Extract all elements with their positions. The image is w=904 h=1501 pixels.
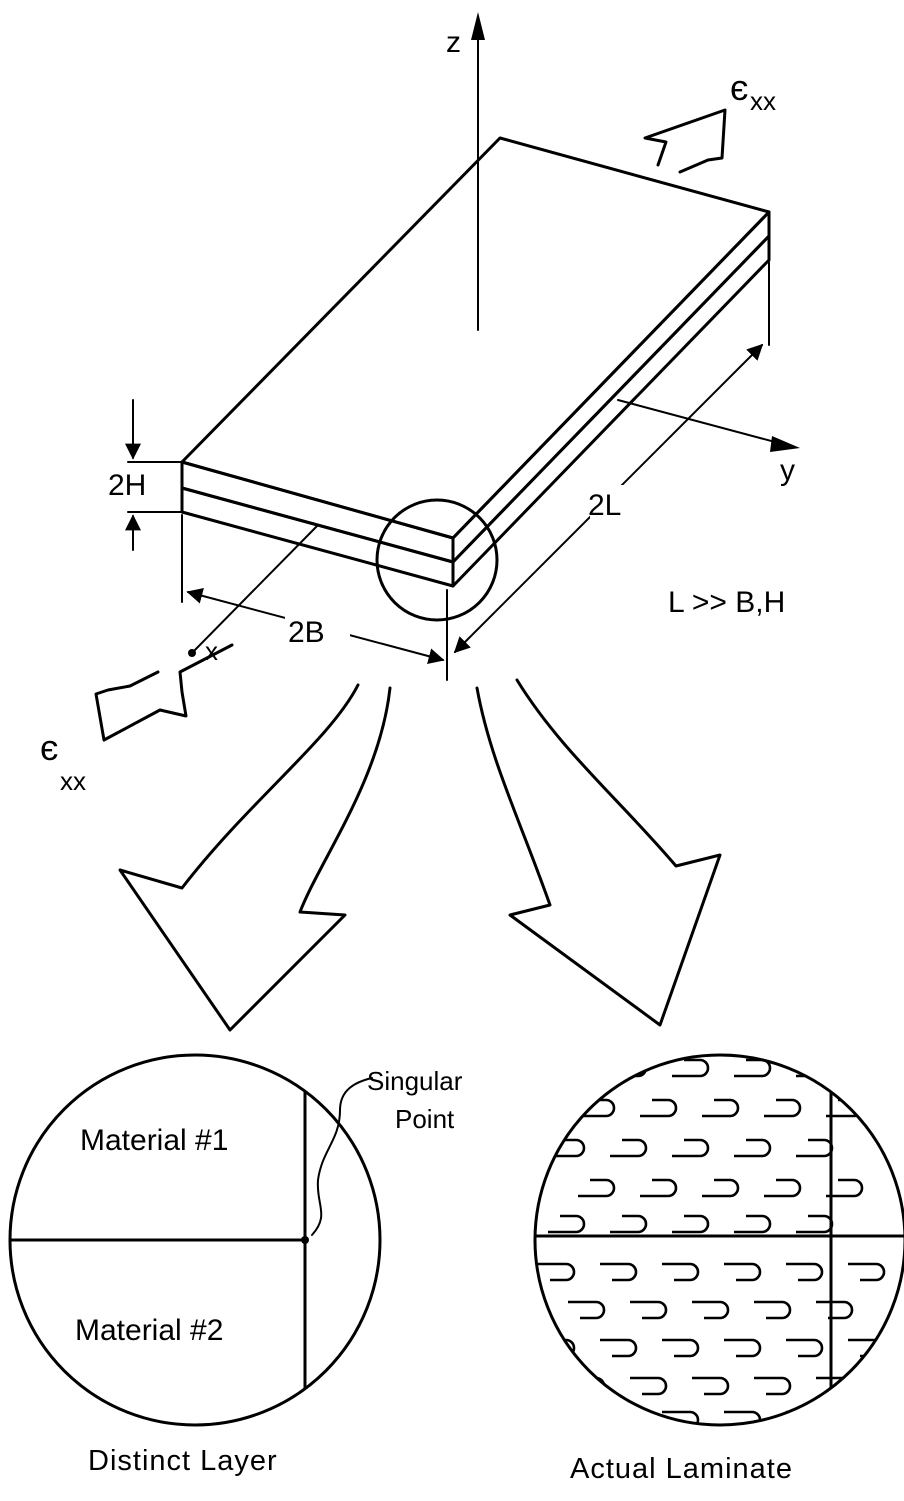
exx-bottom-label: є bbox=[40, 727, 58, 768]
fiber-glyph bbox=[724, 1262, 762, 1282]
fiber-glyph bbox=[786, 1338, 824, 1358]
singular-point-line2: Point bbox=[395, 1104, 455, 1134]
fiber-glyph bbox=[600, 1262, 638, 1282]
fiber-glyph bbox=[630, 1300, 668, 1320]
material-2-label: Material #2 bbox=[75, 1314, 223, 1347]
fiber-glyph bbox=[578, 1098, 616, 1118]
exx-top-label: є bbox=[730, 67, 748, 108]
fiber-glyph bbox=[640, 1098, 678, 1118]
fiber-glyph bbox=[548, 1058, 586, 1078]
fiber-glyph bbox=[548, 1214, 586, 1234]
z-label: z bbox=[446, 26, 461, 59]
fiber-glyph bbox=[662, 1338, 700, 1358]
exx-top-sub: xx bbox=[750, 86, 776, 116]
fiber-glyph bbox=[672, 1214, 710, 1234]
curved-arrow-right bbox=[475, 678, 722, 1027]
fiber-glyph bbox=[662, 1262, 700, 1282]
material-1-label: Material #1 bbox=[80, 1124, 228, 1157]
fiber-glyph bbox=[568, 1300, 606, 1320]
fiber-glyph bbox=[826, 1178, 864, 1198]
fiber-glyph bbox=[816, 1300, 854, 1320]
fiber-glyph bbox=[724, 1410, 762, 1425]
actual-laminate-circle bbox=[533, 1053, 904, 1427]
fiber-glyph bbox=[548, 1138, 586, 1158]
fiber-glyph bbox=[754, 1376, 792, 1396]
distinct-layer-circle: Material #1 Material #2 bbox=[8, 1053, 382, 1427]
exx-bottom-sub: xx bbox=[60, 766, 86, 796]
strain-arrow-top: є xx bbox=[643, 67, 776, 174]
fiber-glyph bbox=[702, 1098, 740, 1118]
zoom-circle bbox=[375, 498, 499, 622]
curved-arrow-left bbox=[118, 683, 392, 1032]
z-axis: z bbox=[446, 12, 485, 331]
fiber-glyph bbox=[662, 1410, 700, 1425]
dim-2H-label: 2H bbox=[108, 469, 146, 502]
fiber-glyph bbox=[630, 1376, 668, 1396]
fiber-glyph bbox=[640, 1178, 678, 1198]
y-axis: y bbox=[617, 399, 800, 487]
dim-2B: 2B bbox=[181, 514, 448, 681]
side-face-lower-layer bbox=[451, 234, 771, 588]
fiber-glyph bbox=[734, 1058, 772, 1078]
dim-2H: 2H bbox=[108, 399, 183, 551]
fiber-glyph bbox=[692, 1376, 730, 1396]
singular-point-callout: Singular Point bbox=[311, 1066, 463, 1236]
fiber-glyph bbox=[600, 1410, 638, 1425]
front-face-upper-layer bbox=[180, 460, 455, 564]
fiber-glyph bbox=[610, 1214, 648, 1234]
fiber-glyph bbox=[672, 1058, 710, 1078]
dim-2L-label: 2L bbox=[588, 489, 621, 522]
dim-2B-label: 2B bbox=[288, 616, 325, 649]
strain-arrow-bottom: є xx bbox=[40, 643, 234, 796]
y-label: y bbox=[780, 454, 795, 487]
front-face-lower-layer bbox=[180, 486, 455, 588]
fiber-glyph bbox=[610, 1138, 648, 1158]
fiber-glyph bbox=[796, 1214, 834, 1234]
condition-text: L >> B,H bbox=[668, 586, 785, 619]
fiber-glyph bbox=[600, 1338, 638, 1358]
caption-distinct-layer: Distinct Layer bbox=[88, 1445, 278, 1477]
fiber-glyph bbox=[724, 1338, 762, 1358]
fiber-glyph bbox=[578, 1178, 616, 1198]
fiber-glyph bbox=[734, 1138, 772, 1158]
x-label: x bbox=[205, 636, 218, 666]
top-face bbox=[180, 136, 771, 540]
fiber-glyph bbox=[538, 1410, 576, 1425]
fiber-glyph bbox=[734, 1214, 772, 1234]
fiber-glyph bbox=[672, 1138, 710, 1158]
fiber-glyph bbox=[764, 1178, 802, 1198]
fiber-glyph bbox=[796, 1138, 834, 1158]
fiber-glyph bbox=[754, 1300, 792, 1320]
fiber-glyph bbox=[848, 1262, 886, 1282]
caption-actual-laminate: Actual Laminate bbox=[570, 1453, 793, 1485]
laminate-block bbox=[180, 136, 771, 588]
fiber-glyph bbox=[786, 1410, 824, 1425]
fiber-glyph bbox=[538, 1262, 576, 1282]
fiber-glyph bbox=[764, 1098, 802, 1118]
singular-point-line1: Singular bbox=[367, 1066, 463, 1096]
fiber-glyph bbox=[848, 1410, 886, 1425]
dim-2L: 2L bbox=[453, 261, 770, 654]
fiber-glyph bbox=[692, 1300, 730, 1320]
fiber-glyph bbox=[786, 1262, 824, 1282]
fiber-glyph bbox=[702, 1178, 740, 1198]
